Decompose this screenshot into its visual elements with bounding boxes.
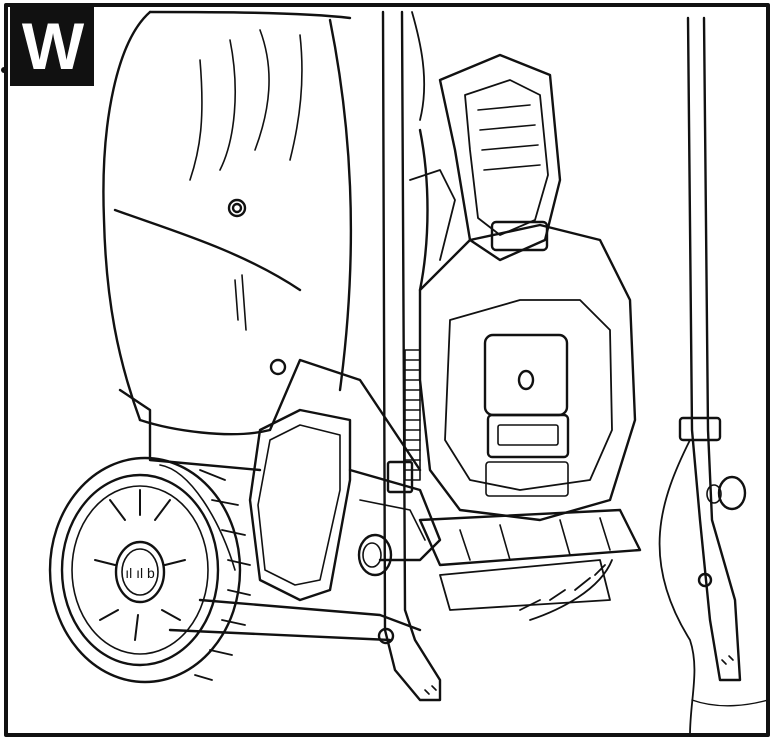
cable-clip-left	[386, 460, 414, 494]
grass-bag	[102, 10, 353, 422]
mower-deck	[118, 358, 442, 642]
figure-border	[4, 3, 770, 737]
motor-housing	[418, 223, 637, 522]
handle-knob-left	[357, 533, 395, 645]
handle-left	[381, 10, 442, 702]
step-badge: W	[10, 6, 94, 86]
wheel-hub-marking: ıl ıl b	[125, 565, 155, 581]
battery-cover	[409, 53, 562, 292]
power-cable	[411, 11, 769, 736]
step-label: W	[21, 9, 84, 83]
cable-clip-right	[678, 416, 722, 442]
handle-right	[678, 16, 742, 682]
plate-hole	[517, 369, 535, 391]
handle-knob-right	[697, 475, 747, 588]
rear-wheel-left: ıl ıl b	[48, 456, 251, 684]
rear-latch	[486, 413, 570, 459]
rear-axle	[418, 508, 642, 611]
vent-grille	[404, 349, 421, 481]
rear-wheel-right	[519, 559, 613, 621]
rear-plate	[483, 333, 569, 417]
margin-dot	[1, 67, 7, 73]
